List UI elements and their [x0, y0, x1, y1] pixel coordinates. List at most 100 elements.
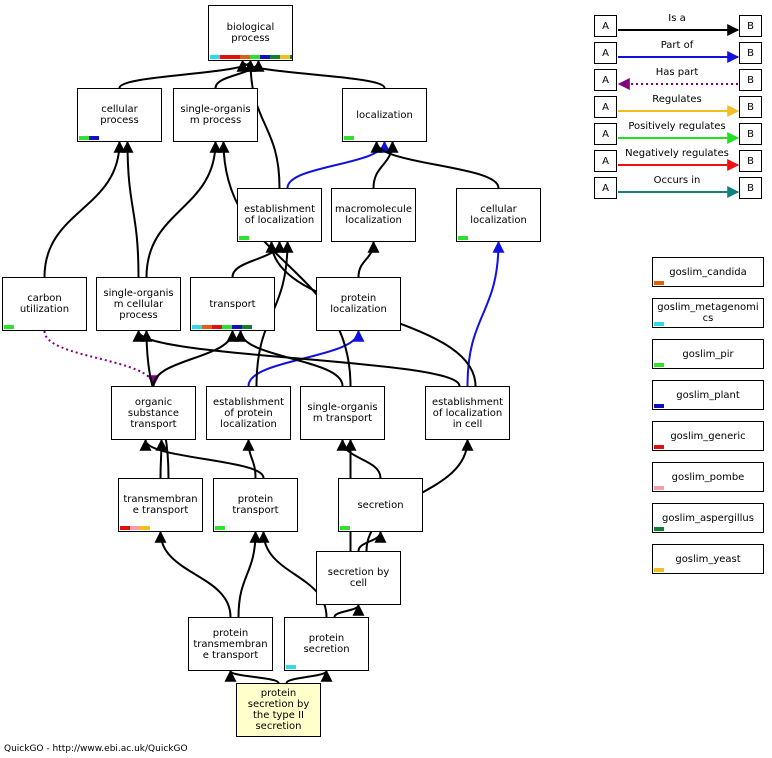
- slim-color-bar: [215, 526, 225, 530]
- edge-is-a: [242, 438, 257, 479]
- slim-legend-label: goslim_pir: [682, 348, 734, 360]
- slim-swatch-pir: [222, 325, 232, 329]
- slim-legend-swatch: [654, 281, 664, 285]
- slim-legend-swatch: [654, 445, 664, 449]
- go-term-protein-transmembrane-transport[interactable]: protein transmembran e transport: [188, 617, 273, 671]
- legend-box-a: A: [594, 96, 617, 118]
- legend-box-b: B: [739, 15, 762, 37]
- slim-color-bar: [210, 55, 292, 59]
- edge-is-a: [132, 329, 461, 387]
- slim-swatch-plant: [89, 136, 99, 140]
- slim-swatch-generic: [212, 325, 222, 329]
- legend-box-b: B: [739, 150, 762, 172]
- go-term-secretion-by-cell[interactable]: secretion by cell: [316, 551, 401, 605]
- edge-is-a: [217, 140, 352, 387]
- go-term-label: carbon utilization: [19, 293, 70, 315]
- legend-box-b: B: [739, 69, 762, 91]
- go-term-secretion[interactable]: secretion: [338, 478, 423, 532]
- go-term-label: cellular process: [100, 104, 139, 126]
- slim-color-bar: [344, 136, 354, 140]
- edge-is-a: [357, 530, 387, 552]
- slim-legend-item: goslim_yeast: [652, 544, 764, 574]
- slim-swatch-generic: [230, 55, 240, 59]
- edge-is-a: [155, 438, 168, 479]
- go-term-biological-process[interactable]: biological process: [208, 5, 293, 61]
- edge-is-a: [237, 530, 262, 618]
- go-term-protein-localization[interactable]: protein localization: [316, 277, 401, 331]
- go-term-protein-secretion-type-ii[interactable]: protein secretion by the type II secreti…: [236, 683, 321, 737]
- go-term-label: transmembran e transport: [123, 494, 198, 516]
- slim-legend-label: goslim_metagenomi cs: [657, 302, 759, 324]
- go-term-cellular-localization[interactable]: cellular localization: [456, 188, 541, 242]
- go-term-single-organism-transport[interactable]: single-organis m transport: [300, 386, 385, 440]
- slim-legend-swatch: [654, 486, 664, 490]
- edge-is-a: [121, 140, 140, 278]
- slim-swatch-candida: [202, 325, 212, 329]
- go-term-label: protein transmembran e transport: [193, 627, 268, 661]
- legend-box-a: A: [594, 69, 617, 91]
- legend-box-b: B: [739, 177, 762, 199]
- slim-swatch-pir: [250, 55, 260, 59]
- go-term-label: protein secretion by the type II secreti…: [247, 688, 310, 732]
- go-term-single-organism-process[interactable]: single-organis m process: [173, 88, 258, 142]
- slim-swatch-aspergillus: [242, 325, 252, 329]
- go-term-organic-substance-transport[interactable]: organic substance transport: [111, 386, 196, 440]
- slim-swatch-pir: [458, 236, 468, 240]
- go-term-carbon-utilization[interactable]: carbon utilization: [2, 277, 87, 331]
- slim-swatch-pir: [4, 325, 14, 329]
- legend-box-a: A: [594, 150, 617, 172]
- go-term-label: single-organis m process: [180, 104, 251, 126]
- edge-is-a: [370, 140, 500, 189]
- go-term-label: cellular localization: [470, 204, 527, 226]
- slim-legend-swatch: [654, 322, 664, 326]
- legend-relation-label: Negatively regulates: [625, 148, 729, 159]
- edge-is-a: [214, 59, 265, 89]
- slim-swatch-yeast: [280, 55, 290, 59]
- slim-swatch-plant: [260, 55, 270, 59]
- go-term-transmembrane-transport[interactable]: transmembran e transport: [118, 478, 203, 532]
- legend-box-b: B: [739, 123, 762, 145]
- slim-legend-item: goslim_candida: [652, 257, 764, 287]
- go-term-protein-transport[interactable]: protein transport: [213, 478, 298, 532]
- go-term-transport[interactable]: transport: [190, 277, 275, 331]
- legend-box-a: A: [594, 123, 617, 145]
- legend-relation-label: Positively regulates: [628, 121, 726, 132]
- slim-swatch-yeast: [140, 526, 150, 530]
- legend-box-b: B: [739, 96, 762, 118]
- go-term-single-organism-cellular-process[interactable]: single-organis m cellular process: [96, 277, 181, 331]
- slim-swatch-metagenomics: [286, 665, 296, 669]
- slim-color-bar: [239, 236, 249, 240]
- go-term-label: single-organis m transport: [307, 402, 378, 424]
- go-term-label: transport: [209, 298, 256, 310]
- go-term-label: protein transport: [232, 494, 279, 516]
- slim-color-bar: [120, 526, 150, 530]
- slim-color-bar: [192, 325, 252, 329]
- go-term-establishment-of-localization[interactable]: establishment of localization: [237, 188, 322, 242]
- go-term-protein-secretion[interactable]: protein secretion: [284, 617, 369, 671]
- go-term-cellular-process[interactable]: cellular process: [77, 88, 162, 142]
- slim-swatch-aspergillus: [270, 55, 280, 59]
- slim-swatch-pir: [215, 526, 225, 530]
- slim-swatch-aspergillus: [290, 55, 292, 59]
- edge-part-of: [466, 240, 505, 387]
- go-term-label: protein secretion: [303, 633, 350, 655]
- go-term-establishment-of-localization-in-cell[interactable]: establishment of localization in cell: [425, 386, 510, 440]
- slim-legend-item: goslim_aspergillus: [652, 503, 764, 533]
- go-term-establishment-of-protein-localization[interactable]: establishment of protein localization: [206, 386, 291, 440]
- go-term-label: secretion: [357, 499, 404, 511]
- edge-is-a: [333, 603, 365, 618]
- go-term-label: establishment of protein localization: [212, 396, 284, 430]
- edge-part-of: [286, 140, 391, 189]
- slim-color-bar: [79, 136, 99, 140]
- go-term-localization[interactable]: localization: [342, 88, 427, 142]
- slim-legend-item: goslim_plant: [652, 380, 764, 410]
- go-term-label: secretion by cell: [327, 567, 390, 589]
- slim-legend-label: goslim_yeast: [675, 553, 741, 565]
- go-term-macromolecule-localization[interactable]: macromolecule localization: [331, 188, 416, 242]
- footer-credit: QuickGO - http://www.ebi.ac.uk/QuickGO: [4, 744, 188, 754]
- slim-color-bar: [286, 665, 296, 669]
- edge-is-a: [231, 240, 286, 278]
- slim-legend-swatch: [654, 568, 664, 572]
